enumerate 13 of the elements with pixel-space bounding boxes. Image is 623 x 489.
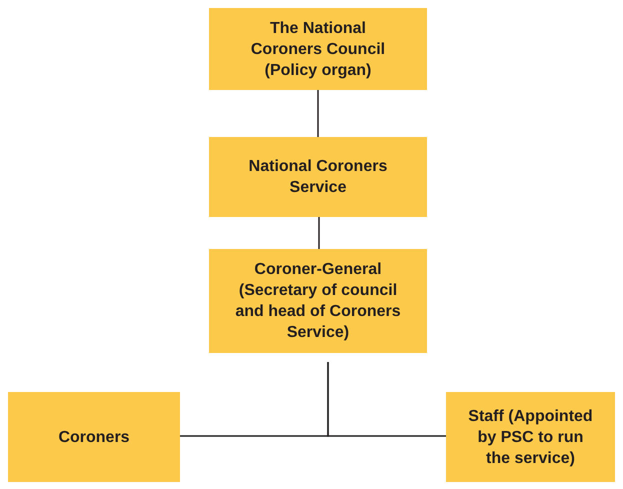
box-label: National Coroners Service bbox=[248, 157, 388, 198]
org-box bbox=[209, 137, 427, 217]
box-label: The National Coroners Council (Policy organ) bbox=[250, 18, 386, 80]
box-label: Coroner-General (Secretary of council and head of Coroners Service) bbox=[234, 260, 402, 343]
connector-line bbox=[317, 90, 319, 137]
box-label: Staff (Appointed by PSC to run the service) bbox=[467, 406, 594, 468]
org-box bbox=[209, 249, 427, 353]
connector-line bbox=[327, 362, 446, 437]
box-label: Coroners bbox=[58, 428, 130, 448]
connector-line bbox=[318, 217, 320, 249]
org-box bbox=[446, 392, 615, 482]
org-box bbox=[209, 8, 427, 90]
org-box bbox=[8, 392, 180, 482]
